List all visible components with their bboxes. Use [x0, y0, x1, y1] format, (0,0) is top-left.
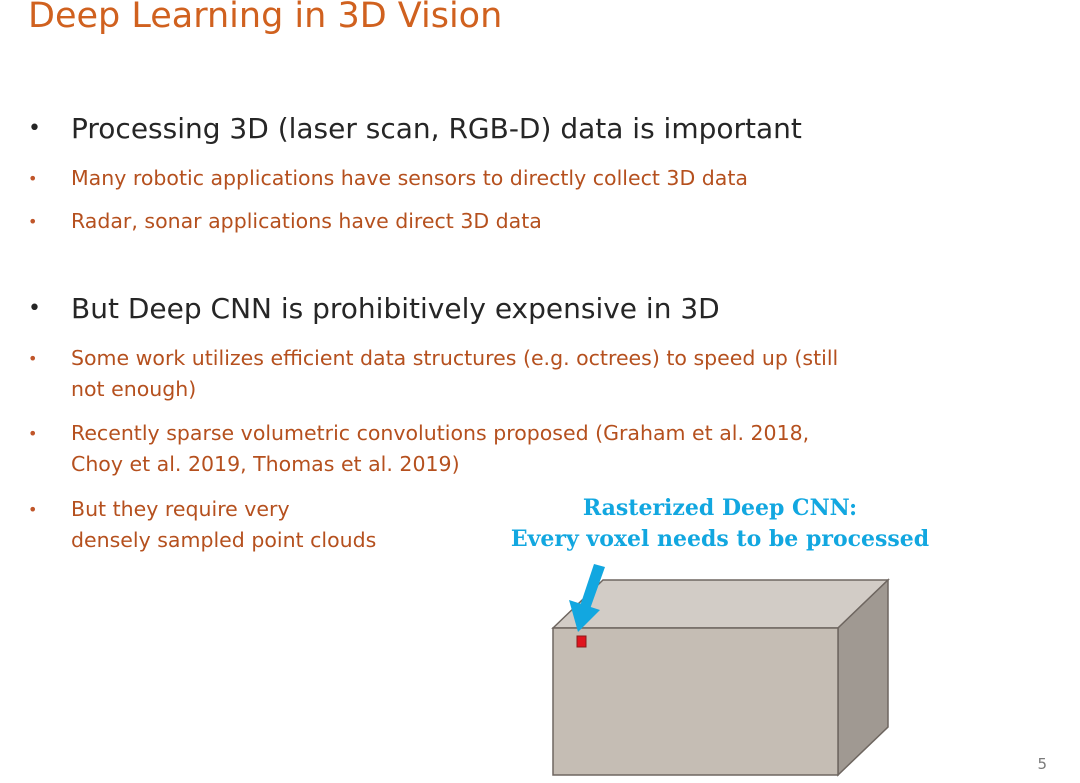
voxel-icon [576, 635, 587, 648]
bullet-icon: • [28, 116, 41, 141]
bullet-text: Processing 3D (laser scan, RGB-D) data i… [71, 112, 802, 145]
bullet-text-line: densely sampled point clouds [71, 528, 377, 552]
page-number: 5 [1037, 755, 1047, 773]
bullet-icon: • [28, 424, 38, 443]
bullet-text-line: But they require very [71, 497, 290, 521]
bullet-text: Radar, sonar applications have direct 3D… [71, 209, 542, 233]
bullet-icon: • [28, 500, 38, 519]
bullet-text-line: Choy et al. 2019, Thomas et al. 2019) [71, 452, 460, 476]
box-front-face [552, 627, 839, 776]
bullet-text-line: Recently sparse volumetric convolutions … [71, 421, 810, 445]
bullet-text: Many robotic applications have sensors t… [71, 166, 748, 190]
diagram-caption-line1: Rasterized Deep CNN: [582, 495, 858, 521]
arrow-icon [569, 564, 605, 632]
bullet-icon: • [28, 349, 38, 368]
slide-title: Deep Learning in 3D Vision [28, 0, 503, 36]
bullet-text: But Deep CNN is prohibitively expensive … [71, 292, 720, 325]
diagram-caption-line2: Every voxel needs to be processed [510, 526, 930, 552]
bullet-icon: • [28, 296, 41, 321]
bullet-icon: • [28, 212, 38, 231]
bullet-text-line: not enough) [71, 377, 197, 401]
box-top-face [551, 579, 890, 629]
bullet-text-line: Some work utilizes efficient data struct… [71, 346, 839, 370]
diagram-caption: Rasterized Deep CNN: Every voxel needs t… [490, 493, 950, 555]
bullet-icon: • [28, 169, 38, 188]
